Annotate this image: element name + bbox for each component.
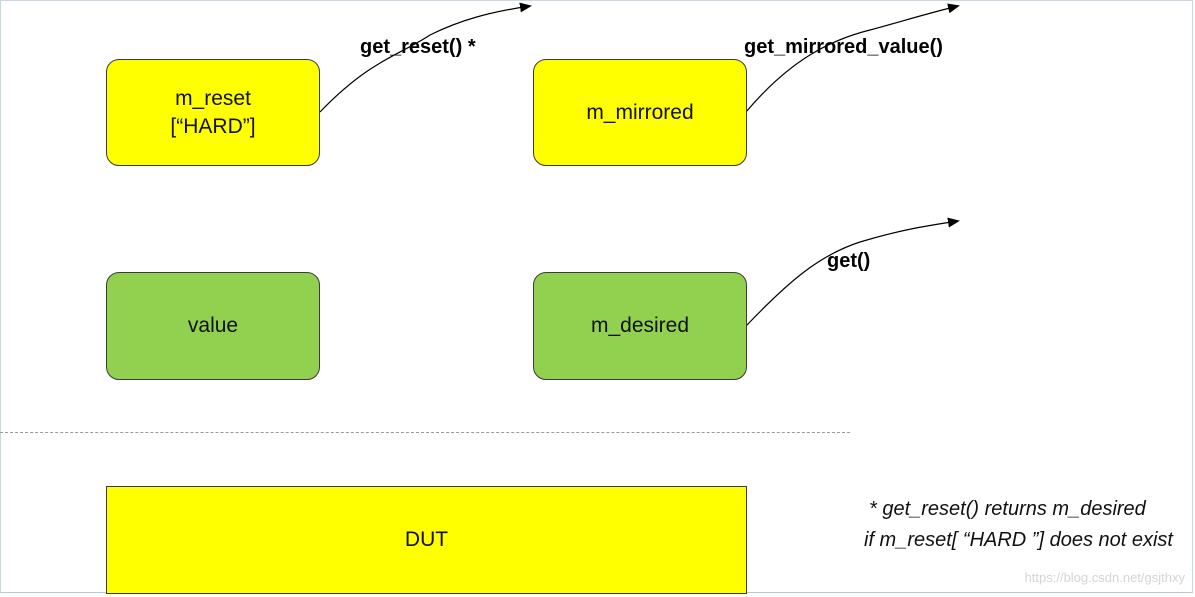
value-label: value — [187, 314, 239, 337]
get-arrow — [745, 217, 960, 327]
dut-node: DUT — [106, 486, 747, 594]
watermark-text: https://blog.csdn.net/gsjthxy — [1024, 570, 1185, 585]
m-mirrored-node: m_mirrored — [533, 59, 747, 166]
get-reset-arrow — [319, 2, 532, 113]
get-mirrored-value-method-label: get_mirrored_value() — [744, 36, 943, 58]
value-node: value — [106, 272, 320, 380]
m-mirrored-label: m_mirrored — [586, 100, 694, 124]
get-method-label: get() — [827, 250, 871, 272]
get-mirrored-value-arrow — [745, 3, 960, 113]
dut-boundary-divider — [0, 432, 850, 433]
m-reset-kind: [“HARD”] — [170, 114, 256, 138]
m-reset-node: m_reset [“HARD”] — [106, 59, 320, 166]
footnote-line-1: * get_reset() returns m_desired — [869, 498, 1146, 520]
dut-label: DUT — [404, 528, 449, 551]
footnote-line-2: if m_reset[ “HARD ”] does not exist — [864, 529, 1173, 551]
get-reset-method-label: get_reset() * — [360, 36, 476, 58]
m-desired-label: m_desired — [590, 314, 690, 337]
m-desired-node: m_desired — [533, 272, 747, 380]
m-reset-label: m_reset — [175, 86, 251, 110]
